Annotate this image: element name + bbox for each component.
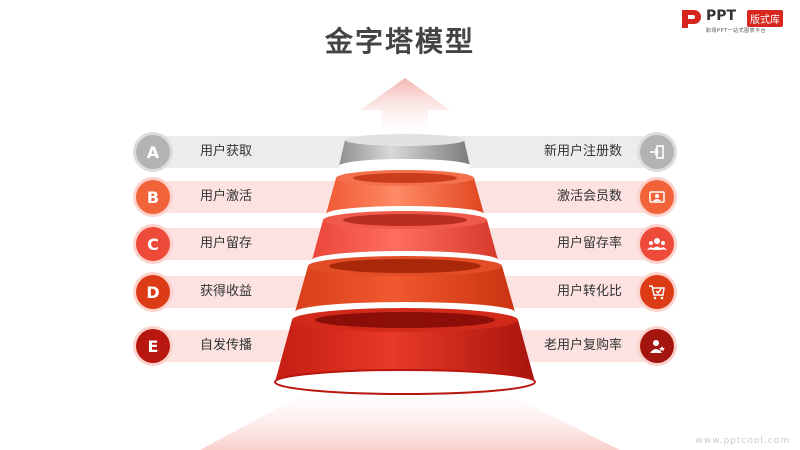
up-arrow-shape xyxy=(360,78,450,140)
pyramid-tier-e xyxy=(274,308,536,395)
sign-in-icon xyxy=(640,135,674,169)
logo-brand: PPT xyxy=(706,8,737,24)
letter-badge-b: B xyxy=(136,180,170,214)
left-label-e: 自发传播 xyxy=(200,338,253,353)
cart-check-icon xyxy=(640,275,674,309)
user-star-icon xyxy=(640,329,674,363)
letter-badge-c: C xyxy=(136,227,170,261)
logo-badge: 版式库 xyxy=(747,10,783,27)
left-label-a: 用户获取 xyxy=(200,144,253,159)
left-label-c: 用户留存 xyxy=(200,236,253,251)
left-label-d: 获得收益 xyxy=(200,284,253,299)
page-title: 金字塔模型 xyxy=(324,25,475,58)
logo-mark-icon xyxy=(682,10,701,28)
letter-badge-d: D xyxy=(136,275,170,309)
users-group-icon xyxy=(640,227,674,261)
watermark: www.pptcool.com xyxy=(695,436,790,446)
right-label-e: 老用户复购率 xyxy=(543,338,622,353)
member-card-icon xyxy=(640,180,674,214)
right-label-a: 新用户注册数 xyxy=(543,144,622,159)
light-ray-shape xyxy=(200,380,620,450)
brand-logo: PPT 版式库 职场PPT一站式图表平台 xyxy=(680,8,795,38)
right-label-c: 用户留存率 xyxy=(556,236,622,251)
letter-badge-a: A xyxy=(136,135,170,169)
letter-badge-e: E xyxy=(136,329,170,363)
right-label-b: 激活会员数 xyxy=(556,189,622,204)
left-label-b: 用户激活 xyxy=(200,189,253,204)
right-label-d: 用户转化比 xyxy=(556,284,622,299)
logo-tagline: 职场PPT一站式图表平台 xyxy=(706,28,767,34)
pyramid-tier-a xyxy=(339,134,471,173)
